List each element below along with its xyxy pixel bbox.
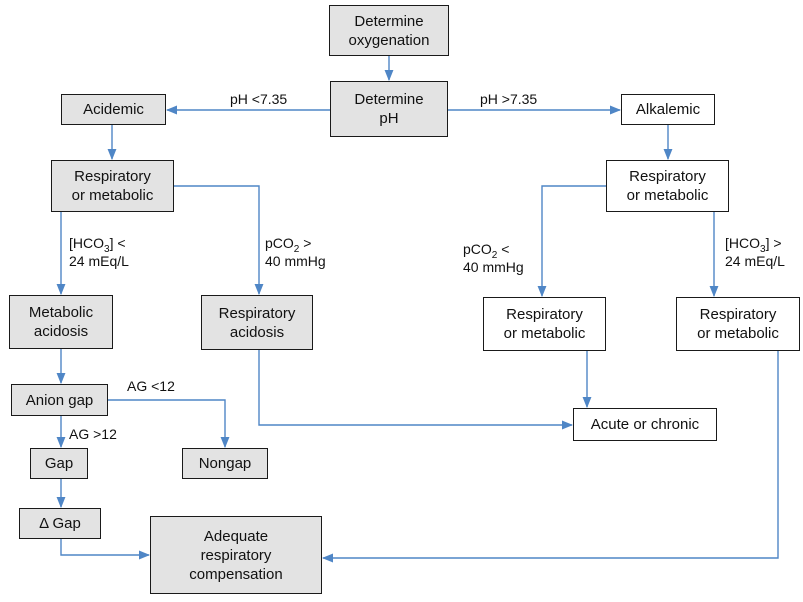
node-determine-oxygenation: Determine oxygenation [329, 5, 449, 56]
node-nongap: Nongap [182, 448, 268, 479]
node-alkalemic: Alkalemic [621, 94, 715, 125]
node-delta-gap: Δ Gap [19, 508, 101, 539]
node-resp-or-metab-right: Respiratory or metabolic [676, 297, 800, 351]
node-respiratory-acidosis: Respiratory acidosis [201, 295, 313, 350]
edge-resp-acidosis-to-acute [258, 350, 574, 430]
node-metabolic-acidosis: Metabolic acidosis [9, 295, 113, 349]
node-acidemic: Acidemic [61, 94, 166, 125]
node-resp-or-metab-alk: Respiratory or metabolic [606, 160, 729, 212]
label-ph-low: pH <7.35 [230, 91, 288, 107]
edge-to-nongap [108, 399, 230, 449]
label-hco3-low: [HCO3] <24 mEq/L [69, 235, 129, 269]
edge-to-respiratory-acidosis [174, 185, 264, 296]
node-resp-or-metab-mid: Respiratory or metabolic [483, 297, 606, 351]
label-pco2-low: pCO2 <40 mmHg [463, 241, 524, 275]
edge-to-resp-metab-mid [537, 185, 606, 298]
node-determine-ph: Determine pH [330, 81, 448, 137]
label-ag-low: AG <12 [127, 378, 175, 394]
edge-resp-metab-right-to-compensation [321, 351, 779, 563]
label-pco2-high: pCO2 >40 mmHg [265, 235, 326, 269]
edge-delta-gap-to-compensation [60, 539, 151, 560]
node-resp-or-metab-acid: Respiratory or metabolic [51, 160, 174, 212]
node-acute-or-chronic: Acute or chronic [573, 408, 717, 441]
label-hco3-high: [HCO3] >24 mEq/L [725, 235, 785, 269]
node-adequate-compensation: Adequate respiratory compensation [150, 516, 322, 594]
node-anion-gap: Anion gap [11, 384, 108, 416]
node-gap: Gap [30, 448, 88, 479]
label-ag-high: AG >12 [69, 426, 117, 442]
label-ph-high: pH >7.35 [480, 91, 538, 107]
